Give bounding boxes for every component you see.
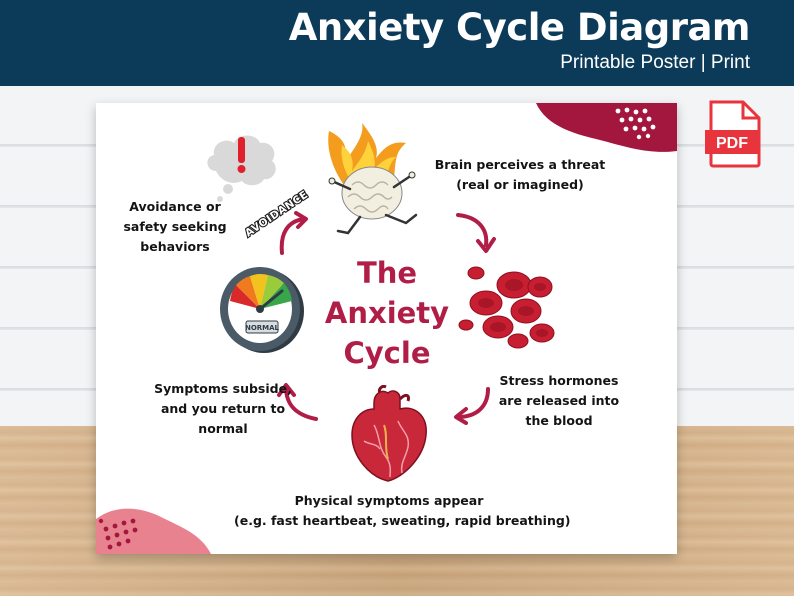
- cycle-arrow-4: [279, 211, 308, 255]
- cycle-arrow-2: [454, 387, 490, 425]
- step-physical-label: Physical symptoms appear (e.g. fast hear…: [234, 491, 571, 531]
- step-avoidance-line-1: Avoidance or: [129, 199, 221, 214]
- step-hormones-line-3: the blood: [525, 413, 593, 428]
- warning-cloud-icon: [207, 135, 276, 202]
- anxiety-cycle-poster: The Anxiety Cycle Brain perceives a thre…: [96, 103, 677, 554]
- flaming-brain-icon: [328, 123, 418, 235]
- blood-cells-icon: [458, 266, 555, 349]
- step-hormones-label: Stress hormones are released into the bl…: [494, 371, 624, 431]
- banner-title: Anxiety Cycle Diagram: [288, 6, 751, 49]
- cycle-arrow-1: [456, 213, 496, 253]
- header-banner: Anxiety Cycle Diagram Printable Poster |…: [0, 0, 794, 86]
- center-title-line-3: Cycle: [343, 336, 431, 370]
- pdf-label: PDF: [716, 135, 748, 152]
- step-avoidance-line-2: safety seeking: [123, 219, 227, 234]
- step-subside-line-3: normal: [198, 421, 248, 436]
- step-hormones-line-1: Stress hormones: [499, 373, 619, 388]
- step-subside-line-1: Symptoms subside,: [154, 381, 292, 396]
- center-title-line-2: Anxiety: [324, 296, 450, 330]
- step-threat-label: Brain perceives a threat (real or imagin…: [430, 155, 610, 195]
- banner-subtitle: Printable Poster | Print: [560, 52, 750, 73]
- pdf-file-icon: PDF: [705, 100, 763, 168]
- decorative-blob-bottom: [96, 508, 211, 554]
- heart-icon: [351, 385, 427, 482]
- gauge-label: NORMAL: [245, 324, 280, 332]
- decorative-blob-top: [536, 103, 677, 152]
- center-title-line-1: The: [356, 256, 418, 290]
- step-subside-line-2: and you return to: [160, 401, 286, 416]
- step-physical-line-1: Physical symptoms appear: [294, 493, 484, 508]
- center-title: The Anxiety Cycle: [322, 253, 452, 373]
- step-threat-line-2: (real or imagined): [456, 177, 584, 192]
- step-avoidance-label: Avoidance or safety seeking behaviors: [120, 197, 230, 257]
- cycle-arrow-3: [277, 383, 318, 421]
- avoidance-tag: AVOIDANCE: [244, 188, 311, 241]
- step-physical-line-2: (e.g. fast heartbeat, sweating, rapid br…: [234, 513, 571, 528]
- step-avoidance-line-3: behaviors: [140, 239, 210, 254]
- step-threat-line-1: Brain perceives a threat: [434, 157, 606, 172]
- gauge-icon: NORMAL: [220, 267, 304, 353]
- step-hormones-line-2: are released into: [498, 393, 620, 408]
- step-subside-label: Symptoms subside, and you return to norm…: [148, 379, 298, 439]
